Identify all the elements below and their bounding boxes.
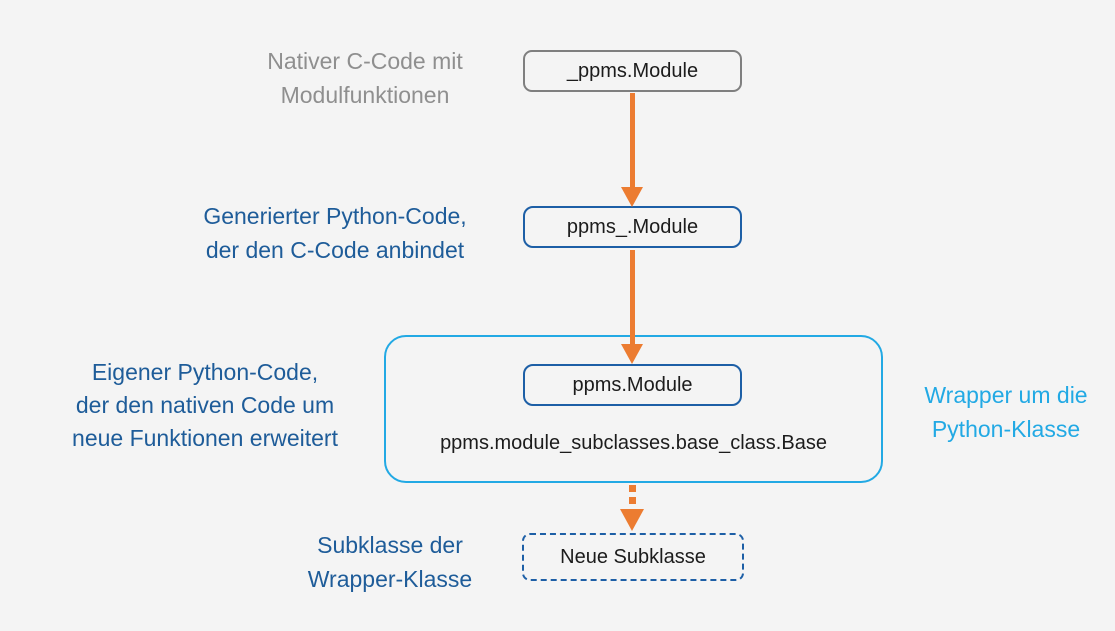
label-own-python-code: Eigener Python-Code, der den nativen Cod…	[15, 356, 395, 455]
arrow-wrapper-to-subclass-shaft-dashed	[629, 485, 636, 506]
arrow-native-to-generated-head	[621, 187, 643, 207]
label-generated-python-code-line2: der den C-Code anbindet	[205, 237, 465, 263]
label-wrapper-python-class: Wrapper um die Python-Klasse	[895, 378, 1115, 446]
label-generated-python-code: Generierter Python-Code, der den C-Code …	[155, 199, 515, 267]
label-native-c-code-line1: Nativer C-Code mit	[267, 48, 463, 74]
label-subclass-of-wrapper-line2: Wrapper-Klasse	[307, 566, 473, 592]
arrow-generated-to-wrapper-head	[621, 344, 643, 364]
label-wrapper-python-class-line1: Wrapper um die	[924, 382, 1088, 408]
node-native-module: _ppms.Module	[523, 50, 742, 92]
label-subclass-of-wrapper-line1: Subklasse der	[317, 532, 463, 558]
label-wrapper-python-class-line2: Python-Klasse	[931, 416, 1081, 442]
node-new-subclass: Neue Subklasse	[522, 533, 744, 581]
arrow-native-to-generated-shaft	[630, 93, 635, 188]
label-subclass-of-wrapper: Subklasse der Wrapper-Klasse	[275, 528, 505, 596]
label-own-python-code-line3: neue Funktionen erweitert	[72, 425, 338, 451]
node-wrapper-module-text: ppms.Module	[572, 373, 693, 396]
label-native-c-code-line2: Modulfunktionen	[280, 82, 450, 108]
label-native-c-code: Nativer C-Code mit Modulfunktionen	[200, 44, 530, 112]
arrow-generated-to-wrapper-shaft	[630, 250, 635, 345]
node-wrapper-module: ppms.Module	[523, 364, 742, 406]
node-generated-module: ppms_.Module	[523, 206, 742, 248]
node-native-module-text: _ppms.Module	[566, 59, 699, 82]
node-new-subclass-text: Neue Subklasse	[560, 545, 706, 568]
base-class-path-text: ppms.module_subclasses.base_class.Base	[440, 432, 827, 454]
label-own-python-code-line1: Eigener Python-Code,	[91, 359, 319, 385]
label-own-python-code-line2: der den nativen Code um	[75, 392, 335, 418]
arrow-wrapper-to-subclass-head	[620, 509, 644, 531]
node-generated-module-text: ppms_.Module	[566, 215, 699, 238]
label-generated-python-code-line1: Generierter Python-Code,	[203, 203, 467, 229]
